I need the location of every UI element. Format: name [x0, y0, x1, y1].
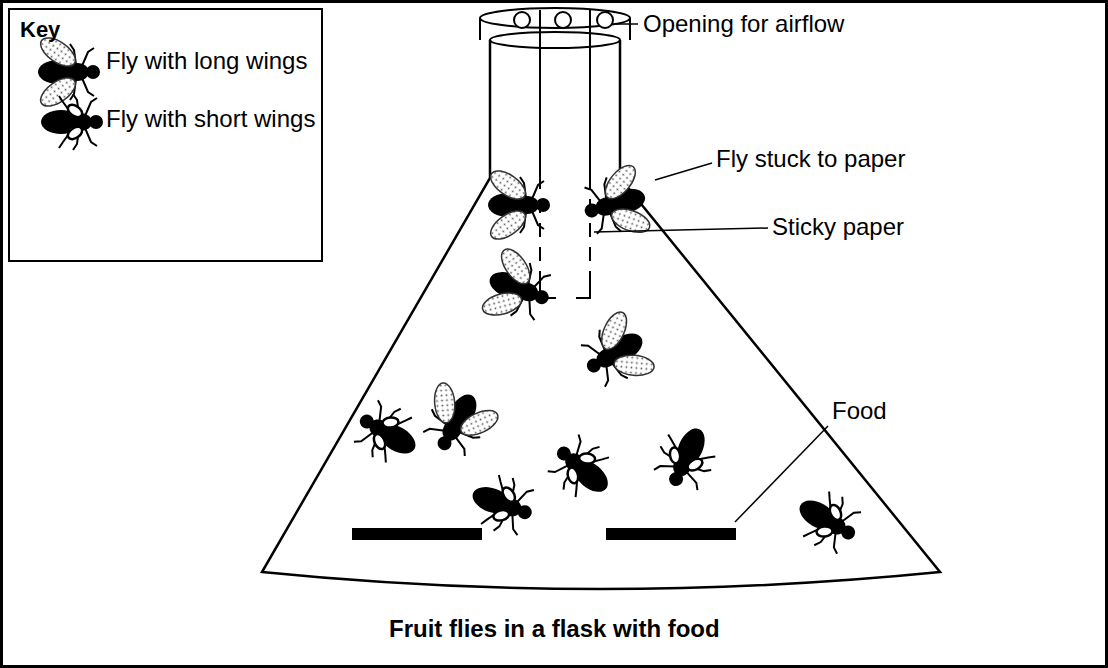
callout-label: Opening for airflow — [643, 11, 844, 37]
callout-label: Food — [832, 398, 887, 424]
key-box: Key — [8, 8, 323, 262]
callout-label: Sticky paper — [772, 214, 904, 240]
callout-label: Fly stuck to paper — [716, 146, 905, 172]
legend-text: Fly with short wings — [106, 106, 315, 132]
caption: Fruit flies in a flask with food — [389, 616, 720, 642]
key-heading: Key — [20, 18, 311, 42]
legend-text: Fly with long wings — [106, 48, 307, 74]
